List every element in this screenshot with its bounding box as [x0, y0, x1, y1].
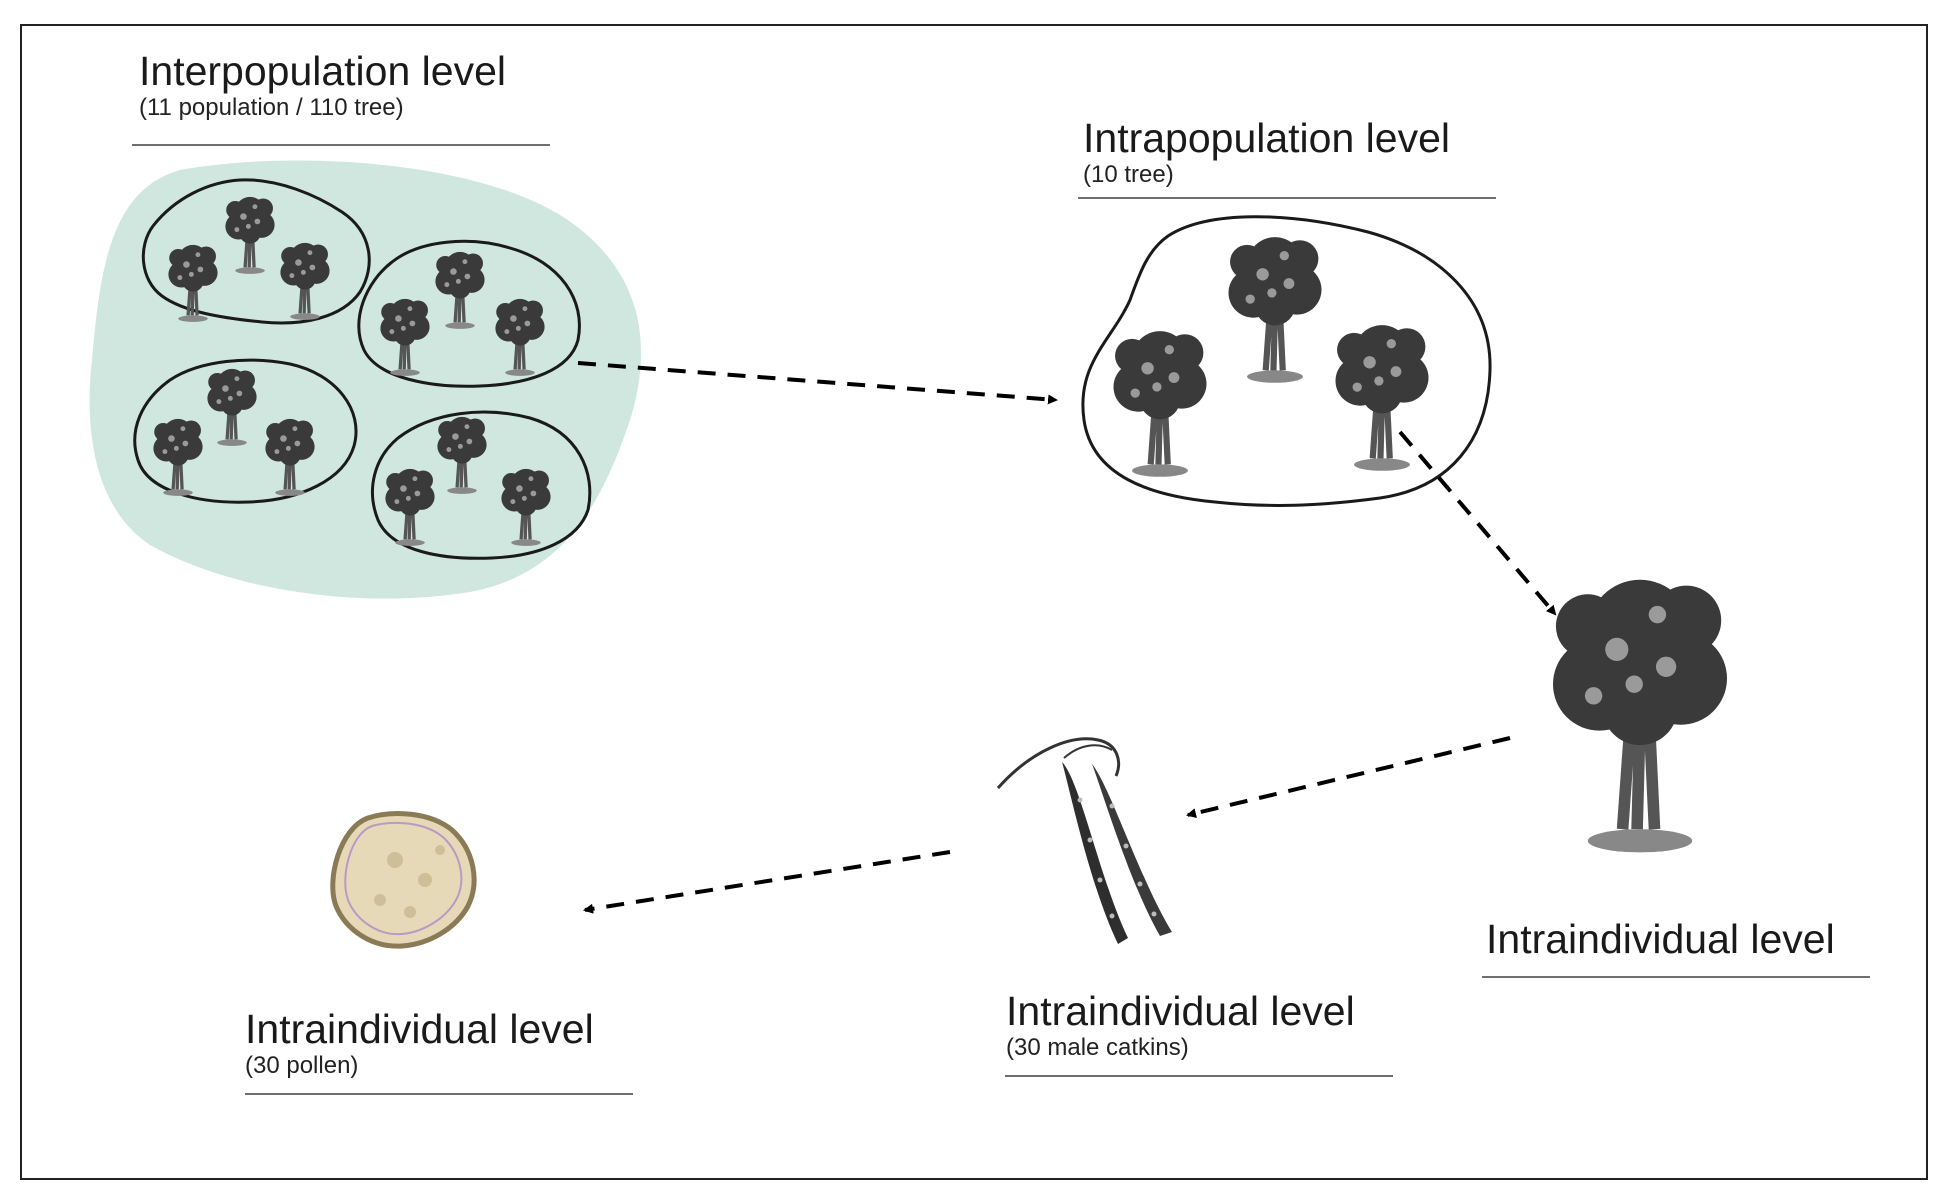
dashed-arrow — [1398, 430, 1557, 616]
intrapopulation-cluster — [1081, 215, 1492, 507]
dashed-arrow — [1186, 736, 1511, 819]
population-outline — [357, 239, 581, 388]
pollen-grain-icon — [330, 811, 477, 949]
tree-icon — [1336, 325, 1429, 471]
population-outline — [1081, 215, 1492, 507]
catkin-icon — [996, 737, 1172, 944]
intraindividual-tree-label: Intraindividual level — [1486, 916, 1835, 962]
interpopulation-underline — [132, 144, 550, 146]
intraindividual-catkins-title: Intraindividual level — [1006, 988, 1355, 1034]
intraindividual-pollen-underline — [245, 1093, 633, 1095]
intraindividual-catkins-underline — [1005, 1075, 1393, 1077]
tree-icon — [1114, 331, 1207, 477]
dashed-arrow — [583, 850, 951, 914]
intrapopulation-label: Intrapopulation level (10 tree) — [1083, 115, 1450, 189]
intraindividual-catkins-subtitle: (30 male catkins) — [1006, 1034, 1189, 1061]
intrapopulation-underline — [1078, 197, 1496, 199]
intraindividual-tree-underline — [1482, 976, 1870, 978]
intrapopulation-title: Intrapopulation level — [1083, 115, 1450, 161]
large-tree-icon — [1553, 580, 1727, 853]
intrapopulation-subtitle: (10 tree) — [1083, 161, 1174, 188]
dashed-arrow — [577, 361, 1058, 405]
intraindividual-catkins-label: Intraindividual level (30 male catkins) — [1006, 988, 1355, 1062]
population-outline — [141, 178, 371, 325]
intraindividual-pollen-subtitle: (30 pollen) — [245, 1052, 359, 1079]
population-outline — [370, 410, 592, 560]
interpopulation-title: Interpopulation level — [139, 48, 506, 94]
diagram-frame — [20, 24, 1928, 1180]
interpopulation-subtitle: (11 population / 110 tree) — [139, 94, 404, 121]
intraindividual-pollen-label: Intraindividual level (30 pollen) — [245, 1006, 594, 1080]
population-outline — [133, 358, 358, 504]
interpopulation-cluster — [89, 160, 642, 599]
interpopulation-label: Interpopulation level (11 population / 1… — [139, 48, 506, 122]
tree-icon — [1229, 237, 1322, 383]
intraindividual-pollen-title: Intraindividual level — [245, 1006, 594, 1052]
population-region-background — [89, 160, 642, 599]
intraindividual-tree-title: Intraindividual level — [1486, 916, 1835, 962]
